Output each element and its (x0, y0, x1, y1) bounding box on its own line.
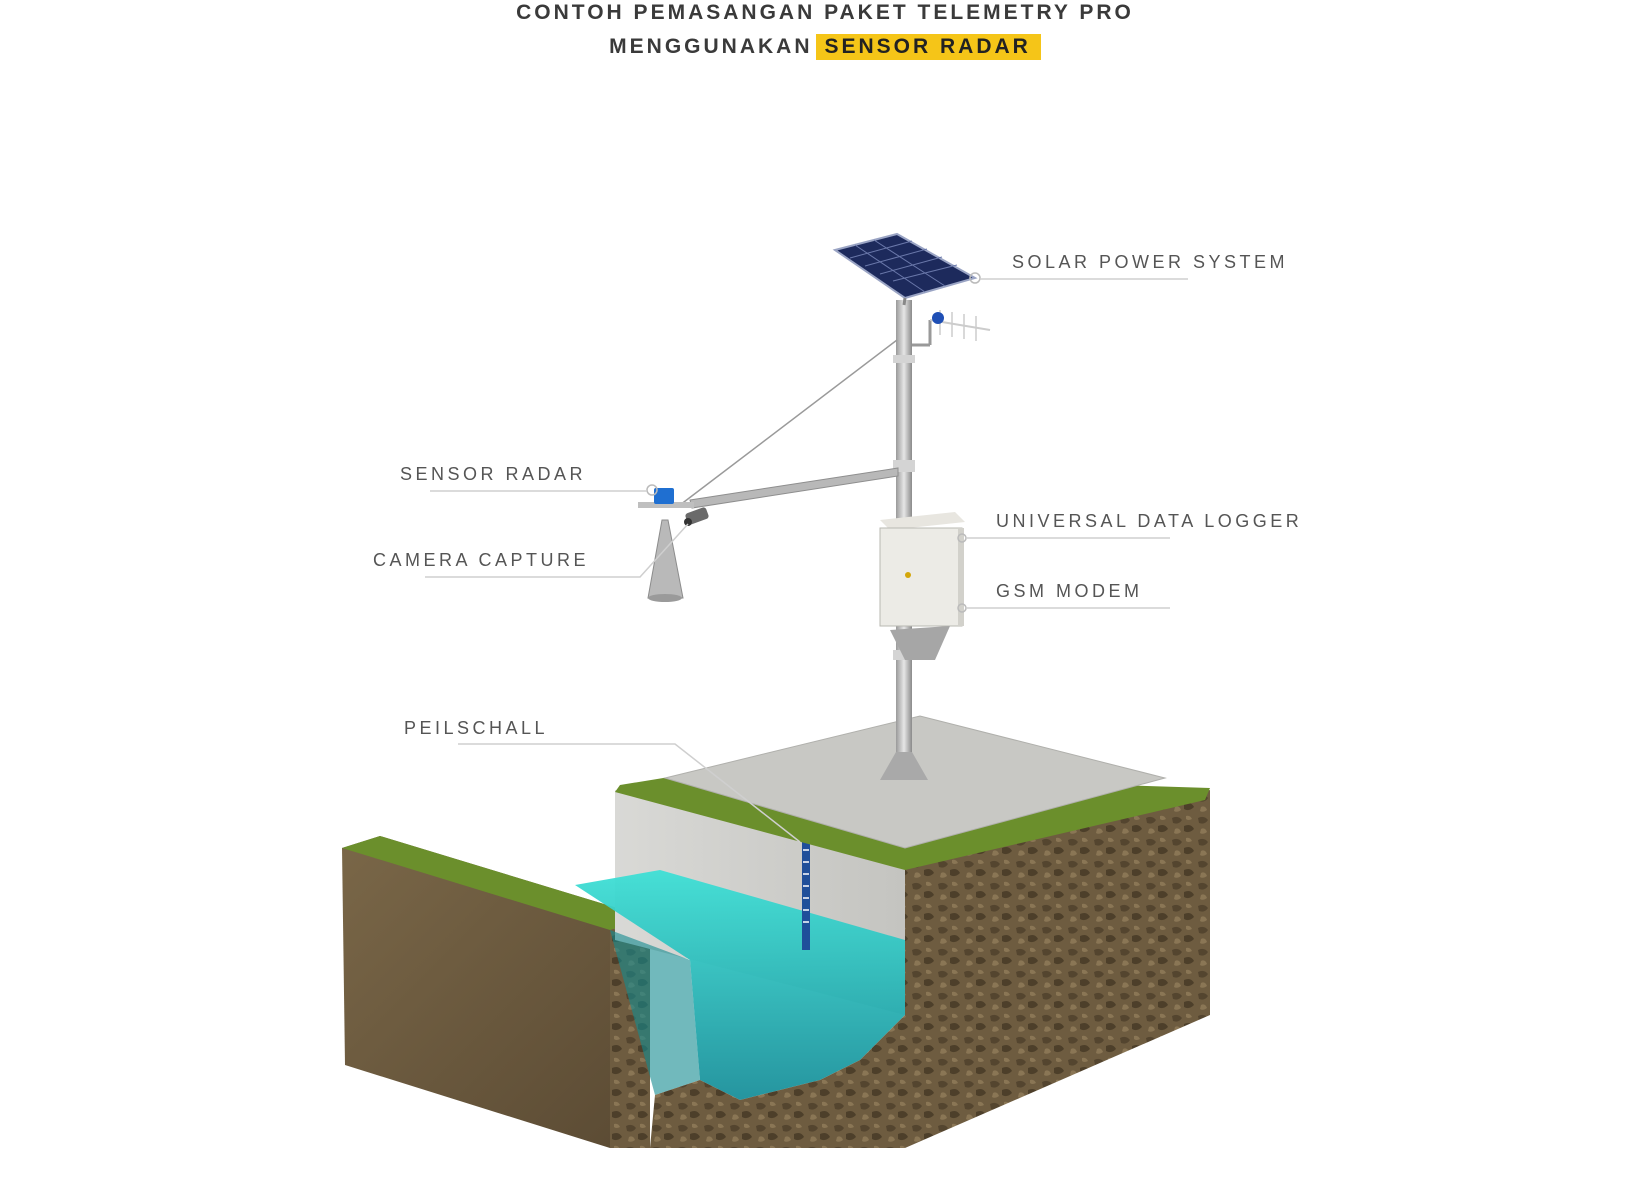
radar-sensor (638, 488, 694, 602)
solar-panel (832, 232, 978, 306)
left-embankment (342, 836, 650, 1148)
sensor-arm (679, 339, 899, 509)
leader-lines (425, 272, 1188, 843)
page-title: CONTOH PEMASANGAN PAKET TELEMETRY PRO ME… (0, 0, 1650, 64)
peilschall-leader (458, 743, 801, 843)
label-sensor-radar: SENSOR RADAR (400, 464, 587, 484)
label-gsm-modem: GSM MODEM (996, 581, 1143, 601)
staff-gauge (802, 842, 810, 950)
camera-leader (425, 523, 689, 578)
label-camera-capture: CAMERA CAPTURE (373, 550, 590, 570)
title-highlight: SENSOR RADAR (816, 34, 1041, 60)
title-line-1: CONTOH PEMASANGAN PAKET TELEMETRY PRO (516, 1, 1134, 24)
label-universal-data-logger: UNIVERSAL DATA LOGGER (996, 511, 1303, 531)
water-channel (575, 870, 905, 1100)
label-peilschall: PEILSCHALL (404, 718, 549, 738)
concrete-slab (663, 715, 1167, 849)
radar-marker (646, 484, 658, 496)
label-solar-power-system: SOLAR POWER SYSTEM (1012, 252, 1289, 272)
solar-marker (969, 272, 981, 284)
camera (684, 507, 709, 526)
title-prefix: MENGGUNAKAN (609, 35, 813, 58)
antenna (912, 310, 991, 347)
data-logger-box (879, 512, 965, 660)
